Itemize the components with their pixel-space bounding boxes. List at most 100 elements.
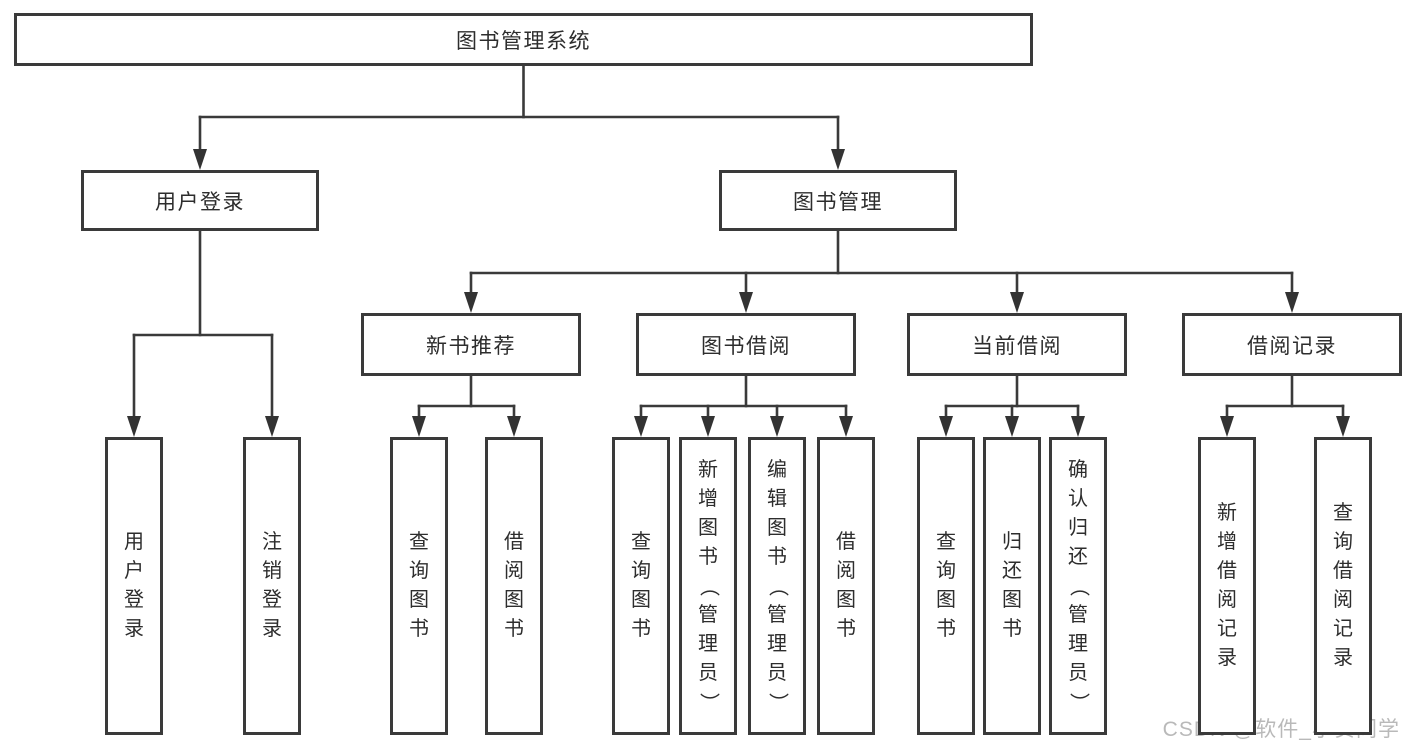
node-label-char: （: [1067, 576, 1090, 596]
node-label: 新书推荐: [426, 334, 516, 358]
node-label: 图书借阅: [701, 334, 791, 358]
node-label-char: ）: [697, 692, 720, 712]
node-label-char: 阅: [1217, 589, 1237, 611]
node-label-char: 确: [1068, 458, 1088, 481]
node-label-char: 员: [698, 661, 718, 684]
node-label-char: 书: [698, 545, 718, 568]
node-label-char: 阅: [504, 560, 524, 582]
node-label-char: 新: [698, 458, 718, 481]
arrow-head: [265, 416, 279, 437]
node-label-char: 借: [1333, 560, 1353, 582]
node-label-char: 图: [836, 589, 856, 611]
node-label-char: 录: [262, 618, 282, 640]
node-borrow-books-leaf: 借阅图书: [485, 437, 543, 735]
node-label-char: 用: [124, 531, 144, 553]
node-label-char: 书: [631, 618, 651, 640]
node-label-char: 图: [767, 516, 787, 539]
node-label-char: （: [766, 576, 789, 596]
node-edit-books-admin-leaf: 编辑图书（管理员）: [748, 437, 806, 735]
arrow-head: [701, 416, 715, 437]
arrow-head: [127, 416, 141, 437]
node-label-char: 图: [698, 516, 718, 539]
node-label-char: 录: [1217, 647, 1237, 669]
node-label-char: 询: [936, 560, 956, 582]
node-label: 借阅记录: [1247, 334, 1337, 358]
arrow-head: [193, 149, 207, 170]
node-label-char: 归: [1002, 531, 1022, 553]
arrow-head: [1220, 416, 1234, 437]
arrow-head: [634, 416, 648, 437]
arrow-head: [1285, 292, 1299, 313]
node-label-char: 销: [262, 560, 282, 582]
node-borrow-books-leaf: 借阅图书: [817, 437, 875, 735]
node-add-books-admin-leaf: 新增图书（管理员）: [679, 437, 737, 735]
node-label-char: ）: [766, 692, 789, 712]
arrow-head: [1336, 416, 1350, 437]
node-logout-leaf: 注销登录: [243, 437, 301, 735]
node-query-borrow-record-leaf: 查询借阅记录: [1314, 437, 1372, 735]
node-label-char: 图: [409, 589, 429, 611]
node-label-char: 理: [1068, 632, 1088, 655]
node-label-char: 还: [1002, 560, 1022, 582]
node-label-char: 图: [936, 589, 956, 611]
node-return-books-leaf: 归还图书: [983, 437, 1041, 735]
node-label-char: 辑: [767, 487, 787, 510]
node-label-char: 录: [1333, 647, 1353, 669]
arrow-head: [739, 292, 753, 313]
node-label-char: 图: [1002, 589, 1022, 611]
node-label-char: 书: [936, 618, 956, 640]
node-label-char: 录: [124, 618, 144, 640]
node-query-books-leaf: 查询图书: [612, 437, 670, 735]
node-label-char: 户: [124, 560, 144, 582]
node-label-char: 借: [1217, 560, 1237, 582]
node-label-char: 新: [1217, 502, 1237, 524]
node-label-char: 登: [124, 589, 144, 611]
node-label-char: 记: [1217, 618, 1237, 640]
node-label-char: 管: [698, 603, 718, 626]
node-label: 图书管理: [793, 190, 883, 214]
arrow-head: [831, 149, 845, 170]
arrow-head: [939, 416, 953, 437]
node-label-char: （: [697, 576, 720, 596]
arrow-head: [1071, 416, 1085, 437]
node-label-char: 管: [767, 603, 787, 626]
node-label-char: 认: [1068, 487, 1088, 510]
node-label-char: 归: [1068, 516, 1088, 539]
node-label-char: 登: [262, 589, 282, 611]
node-user-login: 用户登录: [81, 170, 319, 231]
arrow-head: [1010, 292, 1024, 313]
node-label-char: 书: [409, 618, 429, 640]
arrow-head: [770, 416, 784, 437]
node-label-char: 借: [836, 531, 856, 553]
arrow-head: [507, 416, 521, 437]
node-label-char: 记: [1333, 618, 1353, 640]
arrow-head: [839, 416, 853, 437]
arrow-head: [1005, 416, 1019, 437]
node-label: 图书管理系统: [456, 29, 591, 53]
node-label-char: 查: [631, 531, 651, 553]
node-label-char: 询: [1333, 531, 1353, 553]
node-label-char: 查: [936, 531, 956, 553]
node-label-char: 书: [836, 618, 856, 640]
node-new-book-recommend: 新书推荐: [361, 313, 581, 376]
node-label-char: 书: [504, 618, 524, 640]
node-current-borrowing: 当前借阅: [907, 313, 1127, 376]
node-label-char: 增: [1217, 531, 1237, 553]
node-label-char: 阅: [836, 560, 856, 582]
node-label-char: 员: [767, 661, 787, 684]
node-label-char: 管: [1068, 603, 1088, 626]
arrow-head: [464, 292, 478, 313]
node-label-char: 查: [409, 531, 429, 553]
node-label: 用户登录: [155, 190, 245, 214]
node-label-char: 书: [767, 545, 787, 568]
node-label-char: 查: [1333, 502, 1353, 524]
node-label-char: 理: [698, 632, 718, 655]
node-query-books-leaf: 查询图书: [917, 437, 975, 735]
arrow-head: [412, 416, 426, 437]
node-label-char: ）: [1067, 692, 1090, 712]
node-label-char: 借: [504, 531, 524, 553]
node-add-borrow-record-leaf: 新增借阅记录: [1198, 437, 1256, 735]
node-label-char: 询: [409, 560, 429, 582]
